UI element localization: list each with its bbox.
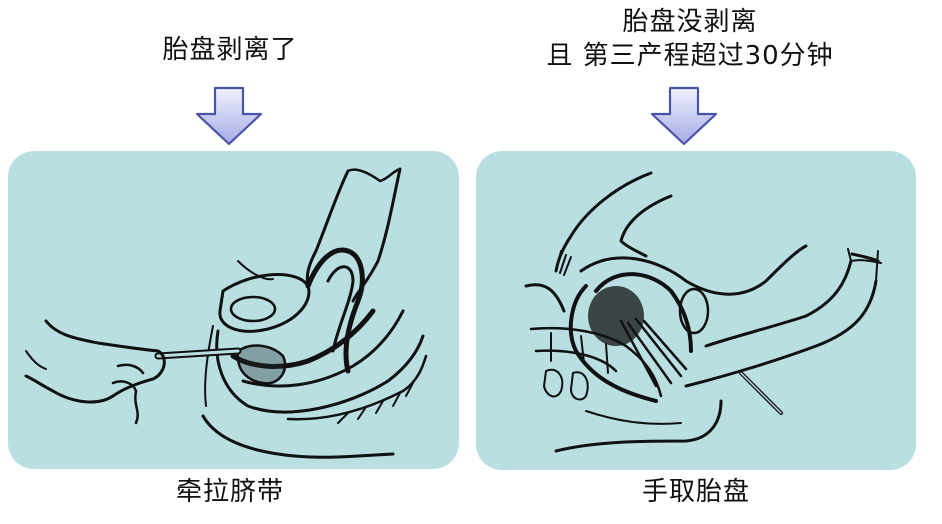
right-heading-line2: 且 第三产程超过30分钟 bbox=[546, 41, 834, 71]
left-caption: 牵拉脐带 bbox=[175, 477, 284, 507]
umbilical-cord-traction-illustration bbox=[24, 167, 428, 459]
umbilical-cord-traction-panel bbox=[8, 151, 459, 469]
manual-placenta-removal-panel bbox=[476, 151, 916, 470]
manual-placenta-removal-illustration bbox=[524, 171, 882, 453]
right-heading-line1: 胎盘没剥离 bbox=[622, 7, 758, 37]
down-arrow-icon bbox=[648, 86, 720, 146]
down-arrow-icon bbox=[193, 86, 265, 146]
right-caption: 手取胎盘 bbox=[641, 477, 750, 507]
left-heading: 胎盘剥离了 bbox=[162, 35, 298, 65]
